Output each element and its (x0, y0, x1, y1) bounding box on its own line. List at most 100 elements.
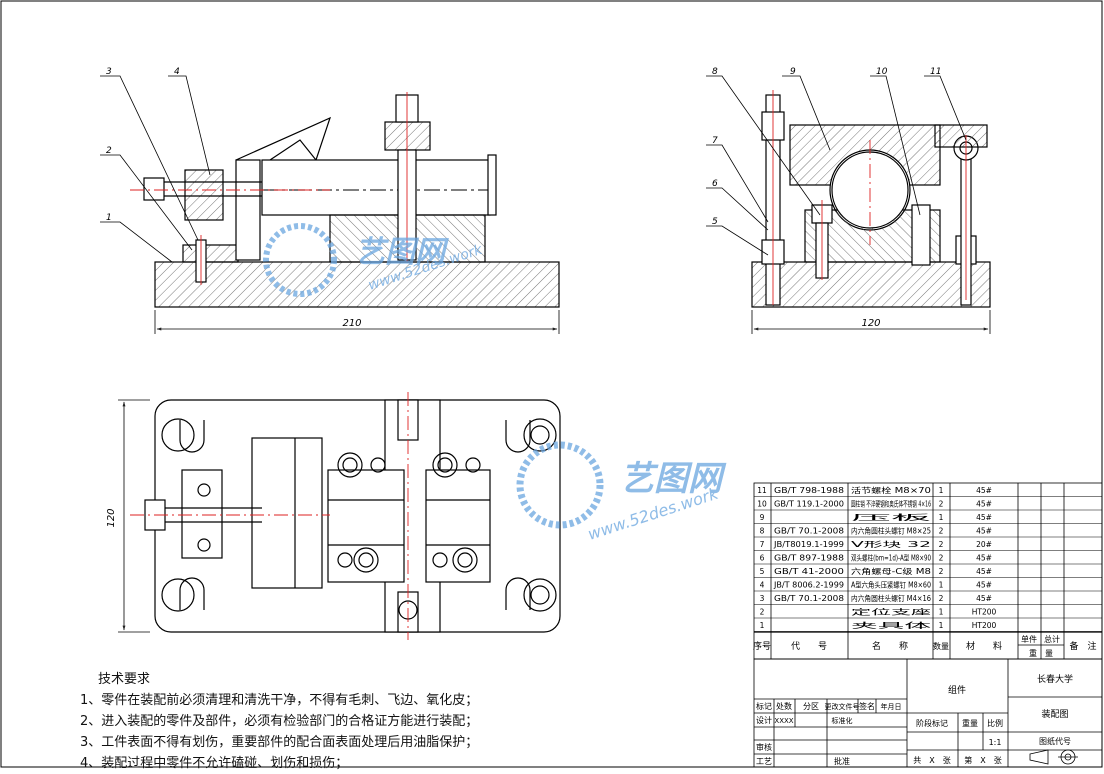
bom-cell-code: GB/T 70.1-2008 (774, 527, 844, 536)
tech-item-4: 4、装配过程中零件不允许磕碰、划伤和损伤； (80, 756, 349, 771)
count-label: 处数 (776, 701, 792, 711)
bom-cell-qty: 2 (939, 554, 944, 563)
weight-label: 重量 (962, 718, 978, 728)
front-clamp-seat (184, 169, 224, 221)
balloon-4: 4 (174, 67, 180, 77)
bom-cell-code: JB/T8019.1-1999 (773, 540, 844, 549)
watermark-brand-2: 艺图网 (620, 459, 727, 499)
bom-cell-name: 六角螺母-C级 M8 (851, 566, 931, 576)
sign-label: 签名 (859, 701, 875, 711)
group-label: 组件 (948, 684, 966, 696)
scale-label: 比例 (987, 718, 1003, 728)
bom-cell-name: 双头螺柱(bm=1d)-A型 M8×90 (851, 553, 931, 563)
standard-label: 标准化 (832, 716, 853, 725)
bom-header-total: 总计 (1044, 634, 1060, 644)
date-label: 年月日 (881, 702, 902, 711)
balloon-9: 9 (790, 67, 796, 77)
bom-cell-material: 45# (976, 581, 992, 590)
process-label: 工艺 (756, 757, 772, 766)
bom-cell-code: JB/T 8006.2-1999 (773, 581, 844, 590)
balloon-leaders (100, 75, 967, 263)
front-screw-head (143, 177, 165, 201)
bom-cell-material: HT200 (972, 608, 997, 617)
technical-requirements: 技术要求 1、零件在装配前必须清理和清洗干净，不得有毛刺、飞边、氧化皮； 2、进… (80, 668, 720, 774)
bom-cell-qty: 1 (939, 581, 944, 590)
approve-label: 批准 (834, 756, 850, 766)
partition-label: 分区 (803, 702, 819, 711)
bom-cell-name: 内六角圆柱头螺钉 M4×16 (851, 593, 931, 603)
bom-header-weight: 重 量 (1029, 648, 1053, 658)
front-workpiece-break (235, 116, 332, 162)
tech-title: 技术要求 (98, 672, 151, 687)
bom-cell-no: 5 (760, 567, 765, 576)
stage-label: 阶段标记 (916, 718, 948, 728)
top-v-block-right (425, 469, 491, 583)
bom-header-material: 材 料 (966, 640, 1002, 652)
top-v-block-left (327, 469, 405, 583)
balloon-2: 2 (106, 146, 112, 156)
bom-cell-code: GB/T 897-1988 (774, 554, 844, 563)
front-workpiece (261, 159, 491, 216)
bom-cell-name: V形块 32 (851, 539, 932, 549)
bom-cell-material: 45# (976, 527, 992, 536)
bom-cell-no: 1 (760, 621, 765, 630)
front-locating-seat (182, 244, 239, 263)
bom-cell-code: GB/T 70.1-2008 (774, 594, 844, 603)
top-workpiece (251, 437, 323, 589)
bom-cell-name: 内六角圆柱头螺钉 M8×25 (851, 526, 931, 536)
bom-cell-code: GB/T 119.1-2000 (774, 500, 844, 509)
bom-cell-qty: 1 (939, 608, 944, 617)
bom-header: 序号 代 号 名 称 数量 材 料 单件 总计 重 量 备 注 (753, 634, 1097, 658)
front-nut-top (384, 121, 431, 151)
top-view (118, 392, 561, 640)
side-width-dim: 120 (861, 318, 880, 329)
bom-cell-no: 10 (757, 500, 767, 509)
balloon-labels: 3 4 2 1 8 9 10 11 7 6 5 (106, 67, 941, 227)
check-label: 审核 (756, 742, 772, 752)
total-sheets: 共 X 张 (913, 756, 950, 765)
balloon-7: 7 (712, 136, 718, 146)
bom-cell-no: 3 (760, 594, 765, 603)
bom-cell-material: 20# (976, 540, 992, 549)
mark-label: 标记 (756, 701, 772, 711)
front-workpiece-wall (235, 159, 261, 261)
tech-item-1: 1、零件在装配前必须清理和清洗干净，不得有毛刺、飞边、氧化皮； (80, 693, 479, 708)
drawing-code-label: 图纸代号 (1039, 736, 1071, 746)
bom-cell-qty: 2 (939, 500, 944, 509)
bom-cell-no: 8 (760, 527, 765, 536)
projection-symbol-icon (1029, 749, 1078, 765)
bom-cell-qty: 2 (939, 567, 944, 576)
bom-cell-qty: 2 (939, 594, 944, 603)
tech-item-2: 2、进入装配的零件及部件，必须有检验部门的合格证方能进行装配； (80, 714, 479, 729)
bom-cell-qty: 2 (939, 527, 944, 536)
balloon-1: 1 (106, 213, 112, 223)
bom-cell-qty: 2 (939, 540, 944, 549)
bom-cell-material: 45# (976, 554, 992, 563)
balloon-3: 3 (106, 67, 112, 77)
front-base-body (154, 261, 560, 308)
front-width-dim: 210 (342, 318, 361, 329)
bom-cell-no: 7 (760, 540, 765, 549)
bom-cell-name: 活节螺栓 M8×70 (851, 485, 931, 495)
front-view (130, 92, 560, 334)
bom-header-code: 代 号 (791, 641, 827, 652)
bom-cell-code: GB/T 798-1988 (774, 486, 844, 495)
bom-cell-no: 11 (757, 486, 767, 495)
side-base (751, 261, 991, 308)
bom-cell-material: 45# (976, 513, 992, 522)
bom-cell-no: 2 (760, 608, 765, 617)
balloon-11: 11 (930, 67, 941, 77)
bom-header-single: 单件 (1021, 634, 1037, 644)
balloon-10: 10 (876, 67, 888, 77)
design-label: 设计 (756, 715, 772, 725)
bom-cell-material: 45# (976, 567, 992, 576)
bom-cell-qty: 1 (939, 513, 944, 522)
bom-cell-material: HT200 (972, 621, 997, 630)
bom-cell-name: 定位支座 (851, 607, 932, 617)
bom-cell-qty: 1 (939, 621, 944, 630)
bom-cell-material: 45# (976, 486, 992, 495)
change-doc-label: 更改文件号 (825, 702, 860, 711)
